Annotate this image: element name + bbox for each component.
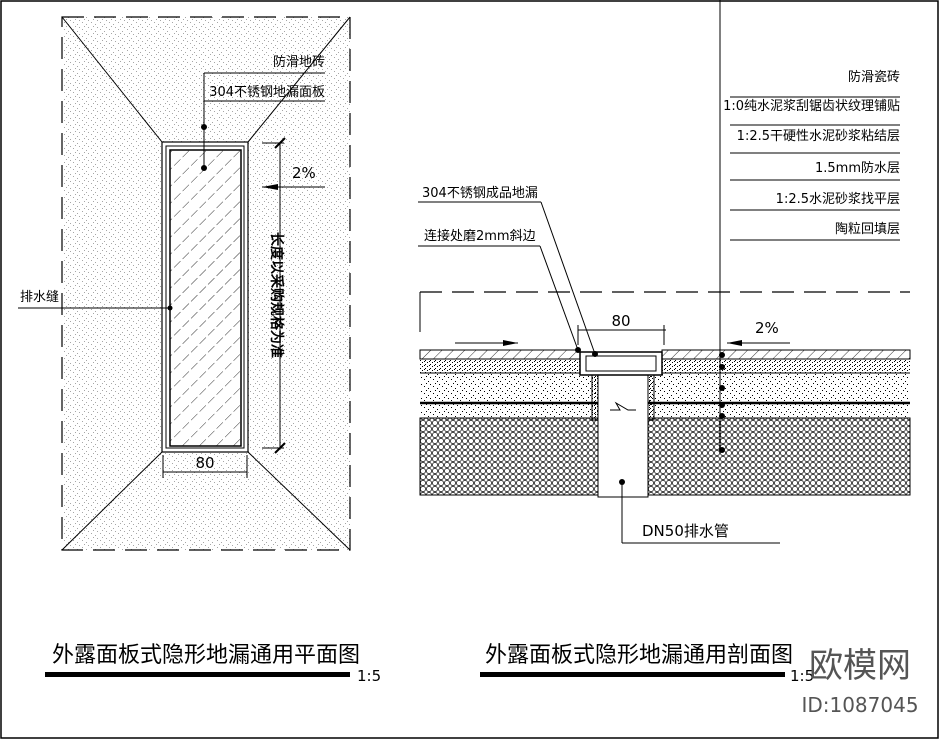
section-scale: 1:5 <box>790 667 814 685</box>
drain-body <box>579 351 663 376</box>
drain-panel <box>169 149 242 447</box>
section-view: 防滑瓷砖 1:0纯水泥浆刮锯齿状纹理铺贴 1:2.5干硬性水泥砂浆粘结层 1.5… <box>418 0 911 685</box>
section-slope: 2% <box>755 319 779 337</box>
slope-arrow-icon <box>262 184 278 190</box>
label-panel: 304不锈钢地漏面板 <box>209 84 325 100</box>
watermark-brand: 欧模网 <box>809 646 911 686</box>
plan-title: 外露面板式隐形地漏通用平面图 <box>52 643 360 668</box>
section-width-dim: 80 <box>611 312 630 330</box>
section-title: 外露面板式隐形地漏通用剖面图 <box>485 643 793 668</box>
plan-length-note: 长度以采购规格为准 <box>268 232 285 358</box>
plan-width-dim: 80 <box>195 454 214 472</box>
layer-label-1: 防滑瓷砖 <box>848 69 900 85</box>
plan-boundary <box>61 16 351 551</box>
label-bevel: 连接处磨2mm斜边 <box>424 228 536 244</box>
slope-arrow-right-icon <box>727 340 742 346</box>
label-drain: 304不锈钢成品地漏 <box>422 185 538 201</box>
watermark: 欧模网 ID:1087045 <box>801 646 918 717</box>
layer-label-5: 1:2.5水泥砂浆找平层 <box>776 192 900 207</box>
watermark-id: ID:1087045 <box>801 693 918 717</box>
layer-label-6: 陶粒回填层 <box>835 221 900 237</box>
label-gap: 排水缝 <box>20 290 59 305</box>
plan-scale: 1:5 <box>357 667 381 685</box>
layer-label-3: 1:2.5干硬性水泥砂浆粘结层 <box>737 129 900 144</box>
layer-label-2: 1:0纯水泥浆刮锯齿状纹理铺贴 <box>723 99 900 114</box>
label-tile: 防滑地砖 <box>273 54 325 70</box>
slope-arrow-left-icon <box>503 340 518 346</box>
label-pipe: DN50排水管 <box>642 522 729 540</box>
plan-view: 防滑地砖 304不锈钢地漏面板 2% 长度以采购规格为准 80 排水缝 外露面板… <box>18 16 381 685</box>
layer-label-4: 1.5mm防水层 <box>815 160 900 176</box>
plan-slope: 2% <box>292 164 316 182</box>
